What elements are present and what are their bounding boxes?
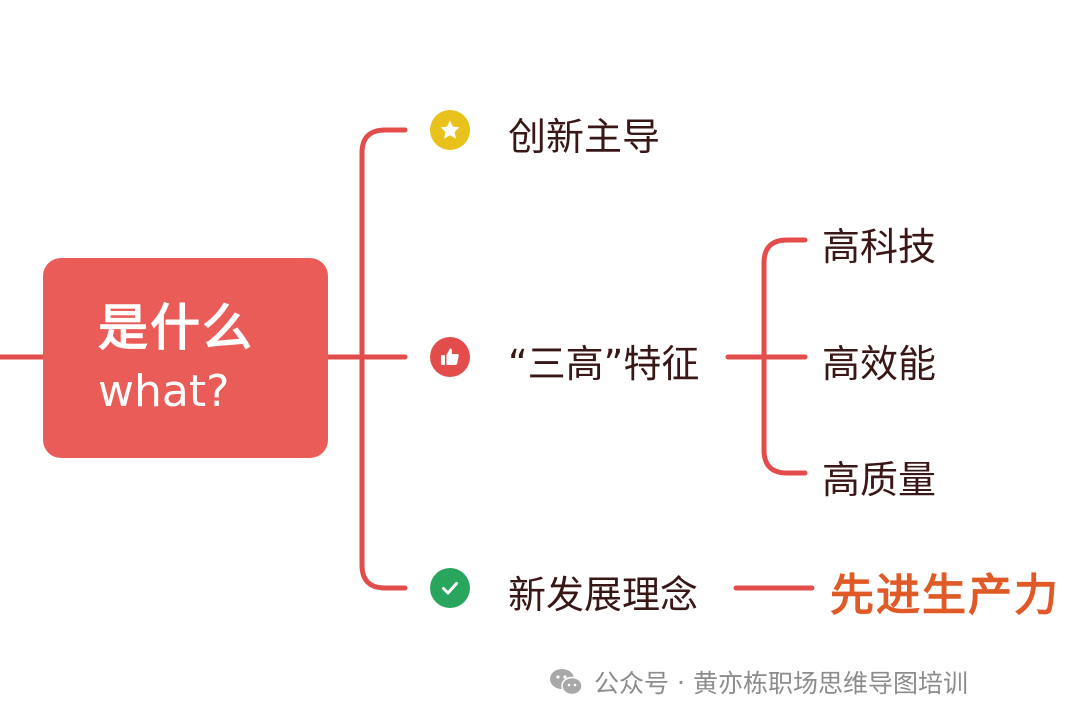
child-high-efficiency[interactable]: 高效能 [822, 342, 937, 386]
check-icon [430, 568, 470, 608]
branch-innovation[interactable]: 创新主导 [508, 115, 661, 159]
branch-three-highs[interactable]: “三高”特征 [508, 342, 700, 386]
footer-channel: 公众号 [594, 669, 670, 698]
star-icon [430, 110, 470, 150]
footer-account: 黄亦栋职场思维导图培训 [692, 669, 968, 698]
wechat-icon [548, 667, 584, 697]
result-advanced-productivity[interactable]: 先进生产力 [830, 570, 1060, 621]
root-subtitle: what? [98, 366, 230, 417]
branch-new-development[interactable]: 新发展理念 [508, 573, 699, 617]
thumbs-up-icon [430, 337, 470, 377]
footer-separator: · [677, 667, 685, 697]
child-high-tech[interactable]: 高科技 [822, 225, 937, 269]
child-high-quality[interactable]: 高质量 [822, 458, 937, 502]
root-node[interactable]: 是什么 what? [43, 258, 328, 458]
root-title: 是什么 [98, 299, 254, 357]
footer-watermark: 公众号 · 黄亦栋职场思维导图培训 [548, 664, 968, 700]
